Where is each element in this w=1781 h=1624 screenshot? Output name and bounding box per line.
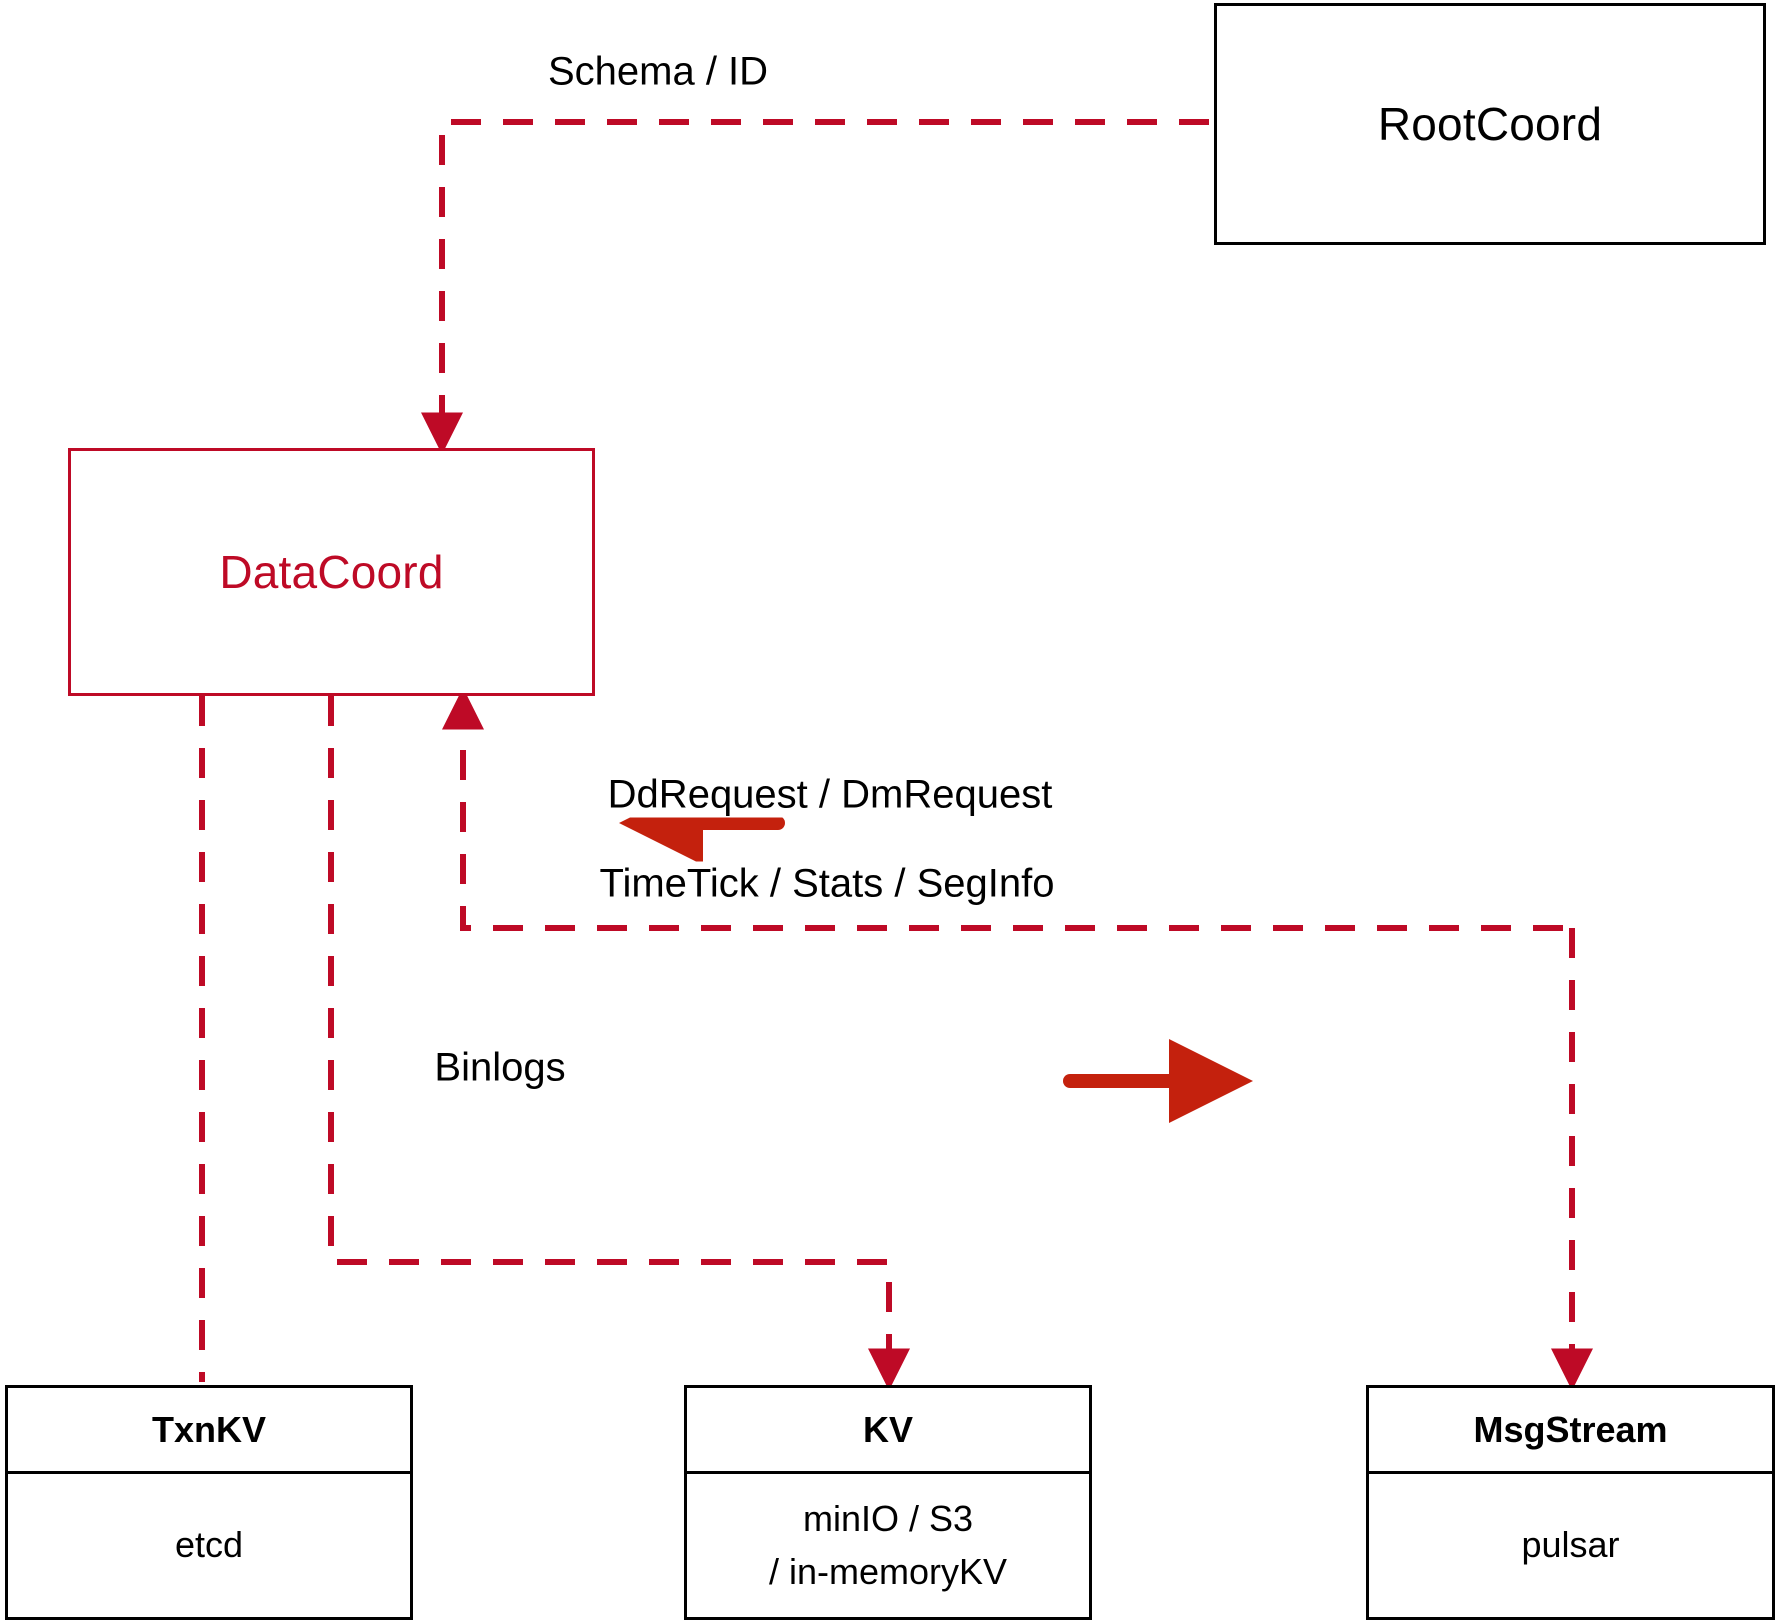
node-msgstream[interactable]: MsgStream pulsar: [1366, 1385, 1775, 1620]
edge-timetick-into-datacoord-path: [442, 687, 1572, 931]
node-datacoord-label: DataCoord: [219, 546, 444, 598]
node-txnkv-title: TxnKV: [8, 1388, 410, 1474]
node-rootcoord-label: RootCoord: [1377, 98, 1603, 150]
node-txnkv-line-1: etcd: [174, 1524, 244, 1566]
node-kv-body: minIO / S3 / in-memoryKV: [687, 1474, 1089, 1617]
node-kv-title: KV: [687, 1388, 1089, 1474]
node-kv[interactable]: KV minIO / S3 / in-memoryKV: [684, 1385, 1092, 1620]
node-msgstream-line-1: pulsar: [1521, 1524, 1620, 1566]
node-rootcoord[interactable]: RootCoord: [1214, 3, 1766, 245]
node-datacoord[interactable]: DataCoord: [68, 448, 595, 696]
node-kv-line-2: / in-memoryKV: [768, 1550, 1008, 1592]
edge-label-schema-id: Schema / ID: [541, 49, 775, 95]
node-txnkv-body: etcd: [8, 1474, 410, 1617]
edge-label-dd-dm-request: DdRequest / DmRequest: [601, 772, 1059, 818]
edge-label-timetick-stats-seginfo: TimeTick / Stats / SegInfo: [593, 861, 1061, 907]
node-msgstream-title: MsgStream: [1369, 1388, 1772, 1474]
edge-binlogs-path: [328, 696, 910, 1391]
node-kv-line-1: minIO / S3: [802, 1498, 974, 1540]
edge-label-binlogs: Binlogs: [428, 1045, 572, 1091]
node-msgstream-body: pulsar: [1369, 1474, 1772, 1617]
node-txnkv[interactable]: TxnKV etcd: [5, 1385, 413, 1620]
